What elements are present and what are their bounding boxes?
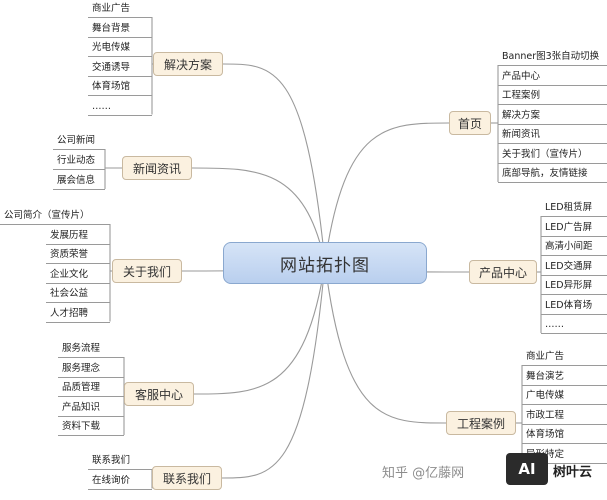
- leaf-news-2: 展会信息: [53, 172, 105, 190]
- center-node: 网站拓扑图: [223, 242, 427, 284]
- leaf-about-3: 企业文化: [46, 266, 110, 284]
- leaf-products-3: LED交通屏: [541, 258, 607, 276]
- leaf-cases-2: 广电传媒: [522, 387, 607, 405]
- leaf-contact-1: 在线询价: [88, 472, 152, 490]
- watermark: 知乎 @亿藤网: [382, 466, 465, 481]
- topic-home: 首页: [449, 111, 491, 135]
- connector-solutions: [222, 63, 326, 264]
- leaf-service-2: 品质管理: [58, 379, 124, 397]
- leaf-solutions-2: 光电传媒: [88, 39, 152, 57]
- leaf-products-6: ……: [541, 316, 607, 334]
- leaf-products-5: LED体育场: [541, 297, 607, 315]
- leaf-home-5: 关于我们（宣传片）: [498, 146, 607, 164]
- topic-products: 产品中心: [469, 260, 537, 284]
- leaf-solutions-0: 商业广告: [88, 0, 152, 18]
- leaf-products-1: LED广告屏: [541, 219, 607, 237]
- connector-cases: [324, 262, 447, 424]
- topic-solutions: 解决方案: [153, 52, 223, 76]
- connector-home: [324, 122, 450, 264]
- topic-contact: 联系我们: [152, 466, 222, 490]
- logo-text: 树叶云: [553, 465, 593, 480]
- leaf-cases-3: 市政工程: [522, 407, 607, 425]
- leaf-news-1: 行业动态: [53, 152, 105, 170]
- leaf-contact-0: 联系我们: [88, 452, 152, 470]
- leaf-products-0: LED租赁屏: [541, 199, 607, 217]
- leaf-about-4: 社会公益: [46, 285, 110, 303]
- leaf-home-4: 新闻资讯: [498, 126, 607, 144]
- topic-service: 客服中心: [124, 382, 194, 406]
- topic-about: 关于我们: [112, 259, 182, 283]
- leaf-about-5: 人才招聘: [46, 305, 110, 323]
- topic-news: 新闻资讯: [122, 156, 192, 180]
- leaf-about-0: 公司简介（宣传片）: [0, 207, 110, 225]
- leaf-home-6: 底部导航，友情链接: [498, 165, 607, 183]
- leaf-home-0: Banner图3张自动切换: [498, 48, 607, 66]
- leaf-news-0: 公司新闻: [53, 132, 105, 150]
- leaf-service-0: 服务流程: [58, 340, 124, 358]
- leaf-cases-0: 商业广告: [522, 348, 607, 366]
- leaf-service-3: 产品知识: [58, 399, 124, 417]
- leaf-products-4: LED异形屏: [541, 277, 607, 295]
- leaf-cases-1: 舞台演艺: [522, 368, 607, 386]
- leaf-about-1: 发展历程: [46, 227, 110, 245]
- topic-cases: 工程案例: [446, 411, 516, 435]
- leaf-home-1: 产品中心: [498, 68, 607, 86]
- leaf-solutions-1: 舞台背景: [88, 20, 152, 38]
- connector-service: [193, 262, 326, 395]
- leaf-solutions-5: ……: [88, 98, 152, 116]
- leaf-home-2: 工程案例: [498, 87, 607, 105]
- connector-contact: [221, 262, 326, 479]
- leaf-home-3: 解决方案: [498, 107, 607, 125]
- leaf-cases-4: 体育场馆: [522, 426, 607, 444]
- leaf-service-1: 服务理念: [58, 360, 124, 378]
- leaf-service-4: 资料下载: [58, 418, 124, 436]
- leaf-solutions-3: 交通诱导: [88, 59, 152, 77]
- leaf-products-2: 高清小间距: [541, 238, 607, 256]
- leaf-solutions-4: 体育场馆: [88, 78, 152, 96]
- connector-news: [191, 167, 326, 264]
- logo-mark: AI: [506, 453, 548, 485]
- leaf-about-2: 资质荣誉: [46, 246, 110, 264]
